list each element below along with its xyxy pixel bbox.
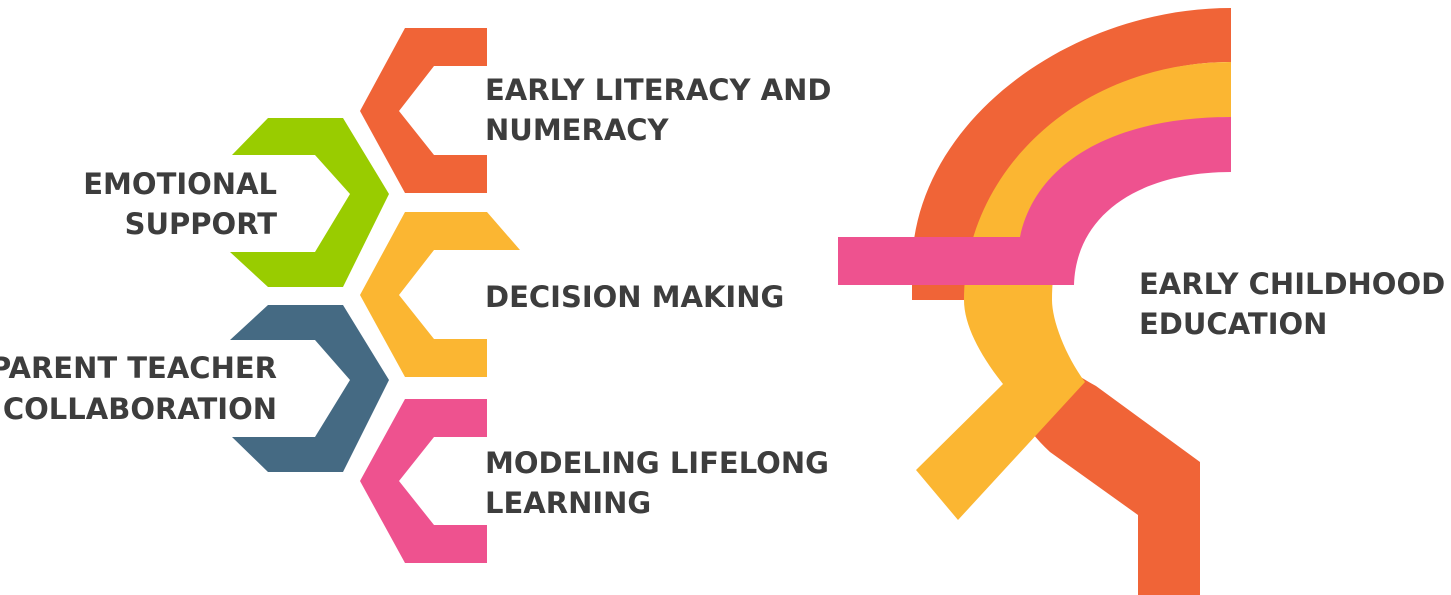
label-ece-line1: EARLY CHILDHOOD — [1139, 267, 1445, 301]
hexagon-bracket-icon-decision — [360, 212, 520, 377]
label-decision-line1: DECISION MAKING — [485, 280, 784, 314]
label-lifelong-line1: MODELING LIFELONG — [485, 446, 829, 480]
label-literacy-line2: NUMERACY — [485, 113, 670, 147]
label-parent-line2: COLLABORATION — [3, 392, 277, 426]
hexagon-bracket-icon-literacy — [360, 28, 487, 193]
hexagon-bracket-icon-emotional — [230, 118, 389, 287]
label-emotional-line1: EMOTIONAL — [83, 167, 277, 201]
hexagon-bracket-icon-lifelong — [360, 399, 487, 563]
label-lifelong-line2: LEARNING — [485, 486, 651, 520]
label-literacy-line1: EARLY LITERACY AND — [485, 73, 831, 107]
orange-arch — [912, 8, 1231, 595]
label-emotional-line2: SUPPORT — [125, 207, 278, 241]
pink-arch — [838, 117, 1231, 285]
label-parent-line1: PARENT TEACHER — [0, 351, 277, 385]
rainbow-arches-icon — [838, 8, 1231, 595]
hexagon-bracket-icon-parent — [230, 305, 389, 472]
label-ece-line2: EDUCATION — [1139, 307, 1327, 341]
yellow-arch — [916, 62, 1231, 520]
